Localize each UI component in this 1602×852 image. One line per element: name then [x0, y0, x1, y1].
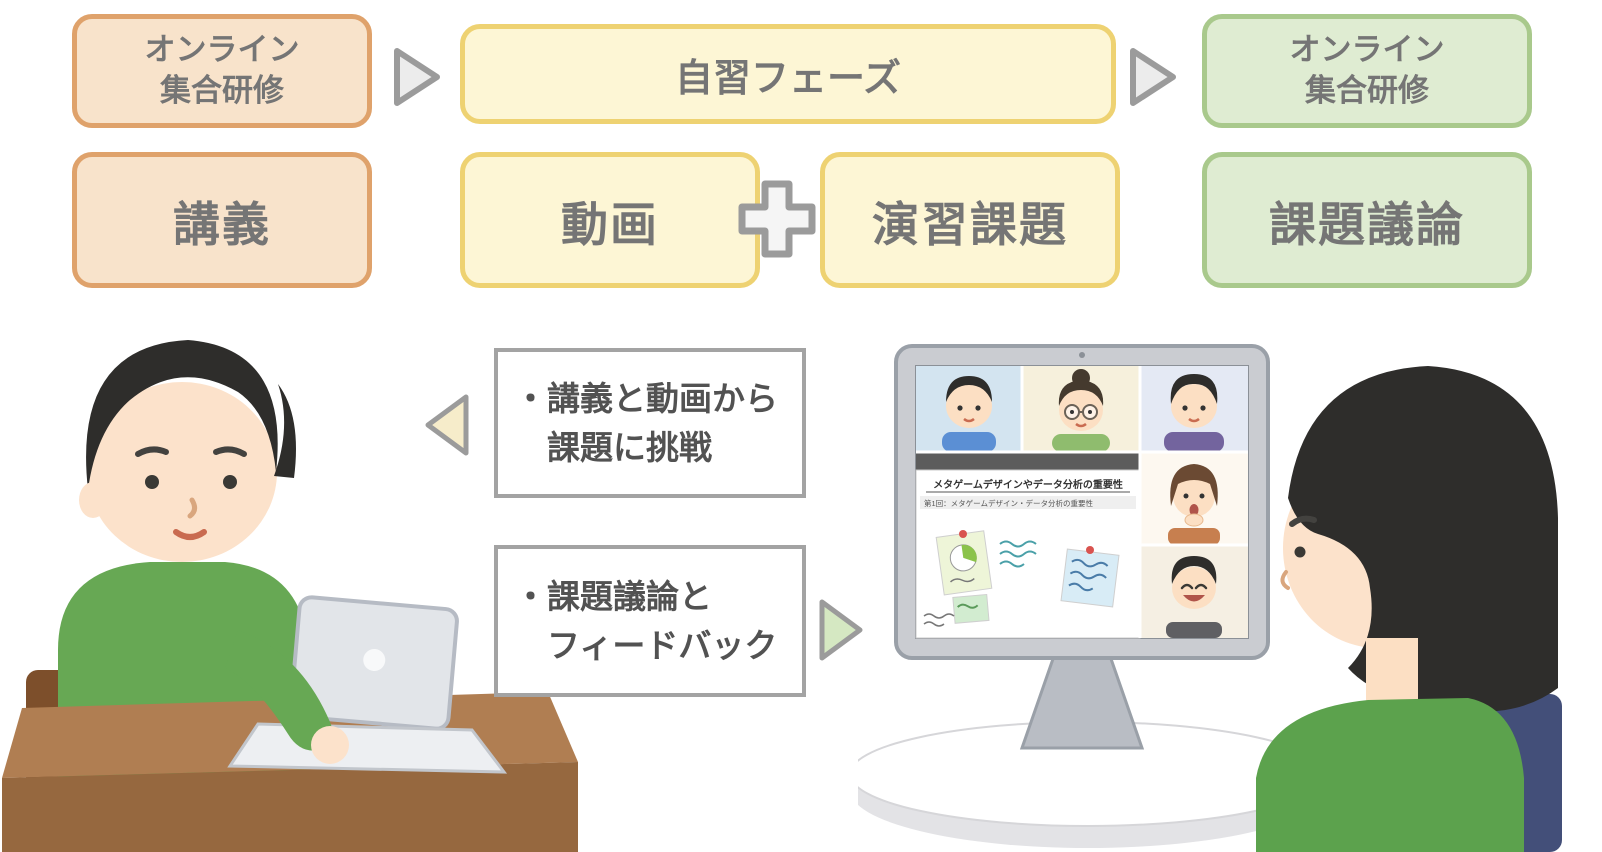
participant-tile-4	[1140, 452, 1248, 545]
note-feedback-text: ・課題議論と フィードバック	[514, 577, 778, 665]
note-feedback: ・課題議論と フィードバック	[494, 545, 806, 697]
stage1-phase-label: オンライン 集合研修	[144, 32, 300, 108]
plus-icon	[738, 180, 816, 258]
discussion-box: 課題議論	[1202, 152, 1532, 288]
stage2-phase-box: 自習フェーズ	[460, 24, 1116, 124]
lecture-box: 講義	[72, 152, 372, 288]
viewer-neck	[1366, 638, 1418, 708]
pin-icon	[959, 530, 967, 538]
participant-tile-5	[1140, 545, 1248, 638]
viewer-shirt	[1256, 698, 1524, 852]
stage3-phase-box: オンライン 集合研修	[1202, 14, 1532, 128]
video-box: 動画	[460, 152, 760, 288]
learner-illustration	[2, 340, 578, 852]
viewer-nose	[1280, 570, 1290, 590]
participant-tile-1	[916, 366, 1022, 452]
lecture-label: 講義	[173, 197, 271, 251]
learner-arm	[225, 630, 333, 751]
video-call-scene: メタゲームデザインやデータ分析の重要性 第1回：メタゲームデザイン・データ分析の…	[858, 344, 1562, 852]
pin-icon	[1086, 546, 1094, 554]
note-self-study-text: ・講義と動画から 課題に挑戦	[514, 379, 778, 467]
learner-head	[79, 340, 296, 562]
stage1-phase-box: オンライン 集合研修	[72, 14, 372, 128]
participant-tile-3	[1140, 366, 1248, 452]
flow-arrow-icon	[1130, 48, 1176, 106]
viewer-eye	[1294, 546, 1306, 558]
screen-share-bar	[916, 452, 1140, 470]
flow-arrow-icon	[394, 48, 440, 106]
callout-arrow-left-icon	[425, 394, 469, 456]
discussion-label: 課題議論	[1269, 197, 1465, 251]
slide-subtitle: 第1回：メタゲームデザイン・データ分析の重要性	[924, 498, 1093, 508]
learner-hand	[311, 726, 349, 764]
table	[858, 721, 1327, 848]
viewer-hair	[1288, 366, 1558, 712]
viewer-illustration	[1256, 366, 1562, 852]
webcam-icon	[1079, 352, 1085, 358]
stage2-phase-label: 自習フェーズ	[674, 57, 902, 100]
exercise-box: 演習課題	[820, 152, 1120, 288]
exercise-label: 演習課題	[872, 197, 1068, 251]
slide-content: メタゲームデザインやデータ分析の重要性 第1回：メタゲームデザイン・データ分析の…	[915, 469, 1141, 639]
stage3-phase-label: オンライン 集合研修	[1289, 32, 1445, 108]
callout-arrow-right-icon	[819, 599, 863, 661]
note-self-study: ・講義と動画から 課題に挑戦	[494, 348, 806, 498]
slide-title: メタゲームデザインやデータ分析の重要性	[933, 478, 1123, 491]
monitor-stand	[1019, 654, 1145, 750]
participant-tile-2	[1022, 366, 1140, 452]
viewer-eyebrow	[1289, 515, 1317, 527]
video-call-monitor: メタゲームデザインやデータ分析の重要性 第1回：メタゲームデザイン・データ分析の…	[894, 344, 1270, 660]
video-label: 動画	[561, 197, 659, 251]
